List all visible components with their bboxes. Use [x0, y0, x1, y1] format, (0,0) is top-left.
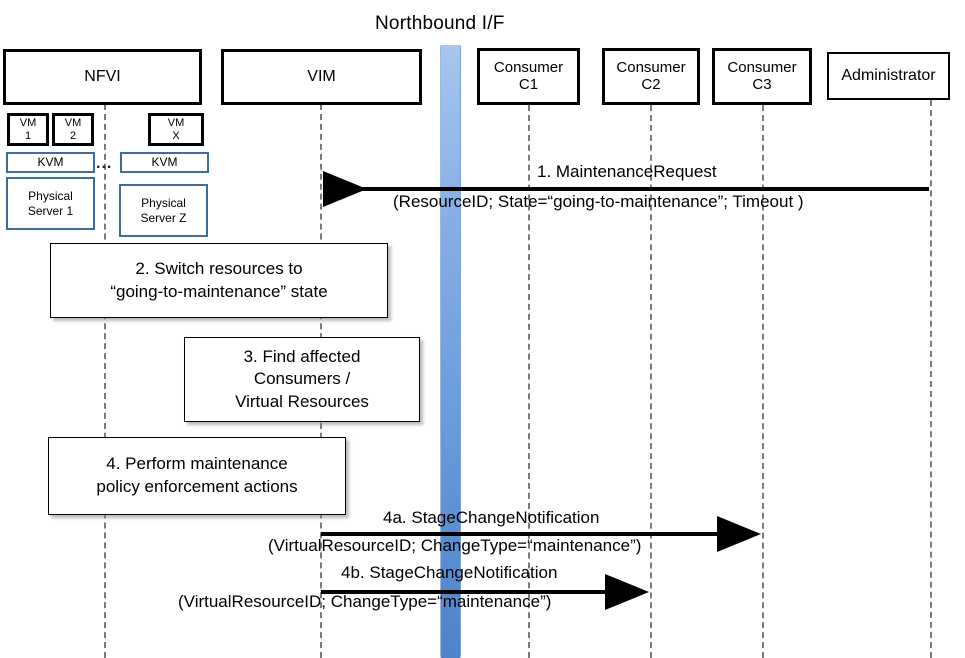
vm-box-x-line2: X: [172, 129, 180, 142]
actor-label-consumer-c2-line2: C2: [641, 75, 661, 93]
actor-label-consumer-c1-line2: C1: [518, 75, 539, 93]
kvm-box-right[interactable]: KVM: [120, 152, 209, 173]
actor-box-nfvi[interactable]: NFVI: [3, 49, 202, 105]
actor-label-vim: VIM: [307, 68, 336, 86]
kvm-box-right-label: KVM: [151, 155, 178, 170]
msg-4a-params: (VirtualResourceID; ChangeType=“maintena…: [268, 536, 642, 555]
note-2-line1: 2. Switch resources to: [135, 258, 303, 278]
host-ellipsis: ...: [96, 155, 113, 172]
physical-server-1-box[interactable]: Physical Server 1: [6, 177, 95, 230]
actor-label-nfvi: NFVI: [84, 68, 121, 86]
lifeline-consumer-c2: [650, 105, 652, 658]
actor-box-vim[interactable]: VIM: [221, 49, 422, 105]
msg-4a-label: 4a. StageChangeNotification: [383, 508, 600, 527]
msg-1-label: 1. MaintenanceRequest: [537, 162, 717, 181]
actor-box-consumer-c1[interactable]: Consumer C1: [477, 48, 580, 105]
vm-box-2-line2: 2: [69, 129, 77, 142]
vm-box-1-line1: VM: [19, 117, 37, 130]
note-perform-maintenance-policy[interactable]: 4. Perform maintenance policy enforcemen…: [48, 437, 346, 515]
physical-server-z-box[interactable]: Physical Server Z: [119, 184, 208, 237]
physical-server-z-line2: Server Z: [140, 210, 187, 225]
actor-box-consumer-c3[interactable]: Consumer C3: [712, 48, 812, 105]
note-3-line3: Virtual Resources: [235, 391, 369, 411]
lifeline-administrator: [930, 100, 932, 658]
vm-box-2[interactable]: VM 2: [52, 113, 94, 146]
vm-box-x-line1: VM: [167, 117, 185, 130]
diagram-title: Northbound I/F: [375, 13, 505, 34]
kvm-box-left-label: KVM: [37, 155, 64, 170]
actor-box-administrator[interactable]: Administrator: [827, 52, 950, 100]
kvm-box-left[interactable]: KVM: [6, 152, 95, 173]
note-3-line1: 3. Find affected: [243, 346, 361, 366]
actor-label-administrator: Administrator: [841, 67, 936, 85]
vm-box-2-line1: VM: [64, 117, 82, 130]
vm-box-1-line2: 1: [24, 129, 32, 142]
note-switch-resources[interactable]: 2. Switch resources to “going-to-mainten…: [50, 243, 388, 318]
physical-server-z-line1: Physical: [141, 196, 186, 211]
vm-box-x[interactable]: VM X: [148, 113, 204, 146]
actor-label-consumer-c1-line1: Consumer: [493, 58, 564, 76]
note-2-line2: “going-to-maintenance” state: [110, 281, 328, 301]
msg-4b-params: (VirtualResourceID; ChangeType=“maintena…: [178, 592, 552, 611]
note-4-line1: 4. Perform maintenance: [106, 454, 288, 474]
note-3-line2: Consumers /: [253, 369, 351, 389]
actor-label-consumer-c3-line1: Consumer: [727, 58, 797, 76]
lifeline-nfvi: [104, 104, 106, 658]
lifeline-consumer-c1: [528, 105, 530, 658]
physical-server-1-line2: Server 1: [27, 203, 74, 218]
actor-label-consumer-c3-line2: C3: [752, 75, 772, 93]
physical-server-1-line1: Physical: [28, 189, 73, 204]
vm-box-1[interactable]: VM 1: [7, 113, 49, 146]
note-find-affected-consumers[interactable]: 3. Find affected Consumers / Virtual Res…: [184, 337, 420, 422]
actor-box-consumer-c2[interactable]: Consumer C2: [602, 48, 700, 105]
msg-4b-label: 4b. StageChangeNotification: [341, 563, 558, 582]
lifeline-consumer-c3: [762, 105, 764, 658]
actor-label-consumer-c2-line1: Consumer: [616, 58, 686, 76]
note-4-line2: policy enforcement actions: [96, 477, 298, 496]
northbound-interface-bar: [440, 45, 461, 658]
msg-1-params: (ResourceID; State=“going-to-maintenance…: [393, 192, 804, 211]
